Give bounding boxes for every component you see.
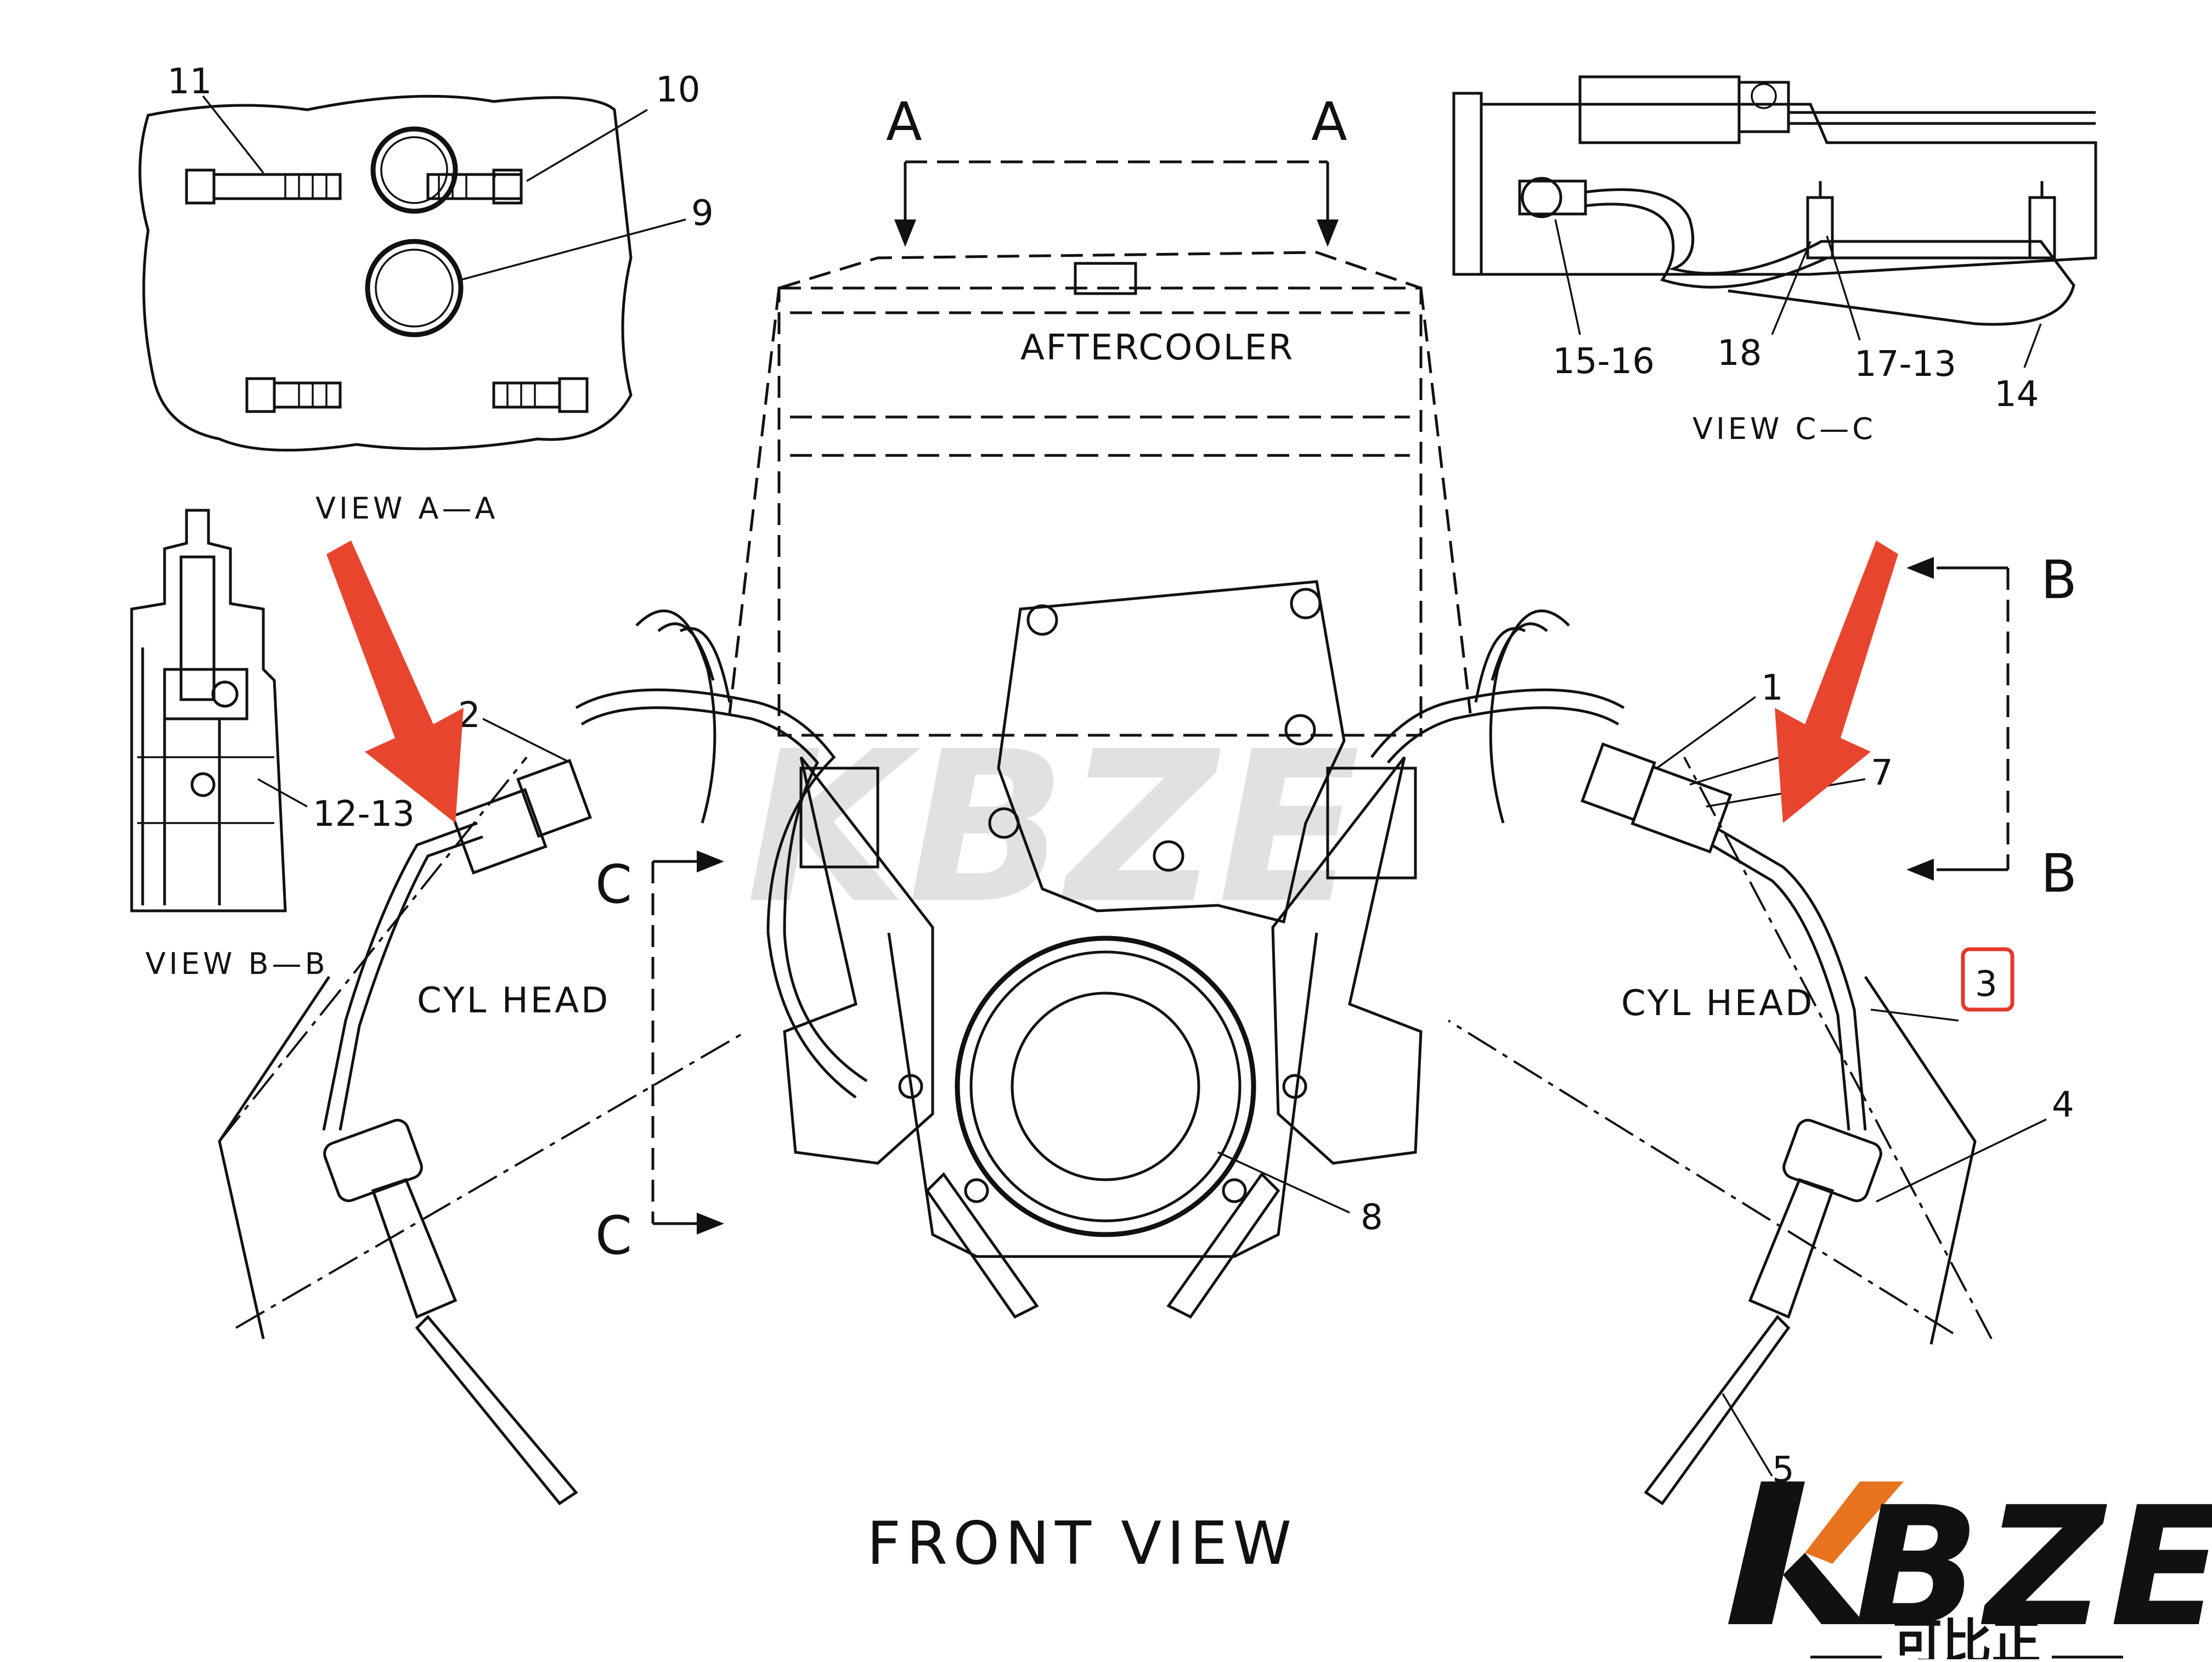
view-bb-label: VIEW B—B (145, 947, 329, 981)
view-cc-inset: 15-16 18 17-13 14 VIEW C—C (1452, 75, 2097, 446)
section-c-top: C (595, 854, 632, 915)
logo-k-stem (1728, 1481, 1805, 1624)
watermark: KBZE (746, 706, 1360, 949)
engine-block: 8 (575, 580, 1625, 1319)
view-aa-label: VIEW A—A (315, 491, 498, 526)
front-view-title: FRONT VIEW (867, 1509, 1297, 1578)
callout-8: 8 (1361, 1197, 1383, 1238)
callout-3-highlight-box (1961, 947, 2015, 1012)
callout-7: 7 (1871, 753, 1893, 793)
view-bb-inset: 12-13 VIEW B—B (130, 509, 415, 981)
logo-chinese: 可比正 (1893, 1614, 2041, 1659)
callout-12-13: 12-13 (313, 794, 415, 835)
section-aa-marker: A A (886, 91, 1347, 247)
logo-text: BZE (1854, 1472, 2212, 1659)
cyl-head-right: CYL HEAD 1 6 7 3 4 5 (1447, 668, 2074, 1506)
stud-lower-left (245, 377, 342, 413)
section-c-bottom: C (595, 1205, 632, 1266)
stud-10 (426, 168, 523, 205)
cyl-head-left-label: CYL HEAD (417, 981, 610, 1021)
gasket-9 (365, 239, 464, 337)
cyl-head-right-label: CYL HEAD (1621, 983, 1814, 1024)
callout-3: 3 (1975, 964, 1997, 1005)
front-seal-8 (955, 936, 1256, 1237)
callout-15-16: 15-16 (1553, 341, 1655, 382)
view-bb-outline (130, 509, 287, 912)
logo-k-accent (1805, 1481, 1904, 1564)
callout-11: 11 (167, 61, 212, 102)
callout-10: 10 (656, 70, 700, 110)
section-a-left: A (886, 91, 922, 153)
callout-4: 4 (2052, 1085, 2074, 1125)
callout-14: 14 (1994, 374, 2039, 415)
front-cover (997, 580, 1346, 924)
section-b-top: B (2041, 549, 2077, 611)
kbze-logo: BZE 可比正 (1728, 1472, 2212, 1662)
gasket-upper (370, 126, 458, 214)
view-cc-label: VIEW C—C (1692, 412, 1876, 446)
callout-9: 9 (691, 193, 714, 234)
red-arrow-left-icon (326, 540, 464, 823)
section-b-bottom: B (2041, 843, 2077, 904)
cc-fitting-18 (1806, 196, 1834, 260)
view-aa-inset: 11 10 9 VIEW A—A (138, 61, 714, 526)
watermark-text: KBZE (746, 706, 1360, 949)
section-bb-marker: B B (1906, 549, 2077, 904)
callout-1: 1 (1761, 668, 1784, 708)
red-arrow-right-icon (1775, 540, 1898, 823)
callout-17-13: 17-13 (1854, 344, 1956, 385)
callout-18: 18 (1717, 333, 1762, 374)
stud-lower-right (492, 377, 589, 413)
cc-block (1578, 75, 1741, 144)
section-a-right: A (1311, 91, 1347, 153)
injector-left (323, 1119, 423, 1202)
cyl-head-left: CYL HEAD 2 (218, 695, 747, 1506)
view-aa-outline (138, 94, 633, 452)
aftercooler: AFTERCOOLER (728, 251, 1472, 737)
aftercooler-label: AFTERCOOLER (1020, 328, 1294, 368)
stud-11 (185, 168, 342, 205)
injector-right (1782, 1119, 1882, 1202)
section-cc-marker: C C (595, 850, 724, 1266)
